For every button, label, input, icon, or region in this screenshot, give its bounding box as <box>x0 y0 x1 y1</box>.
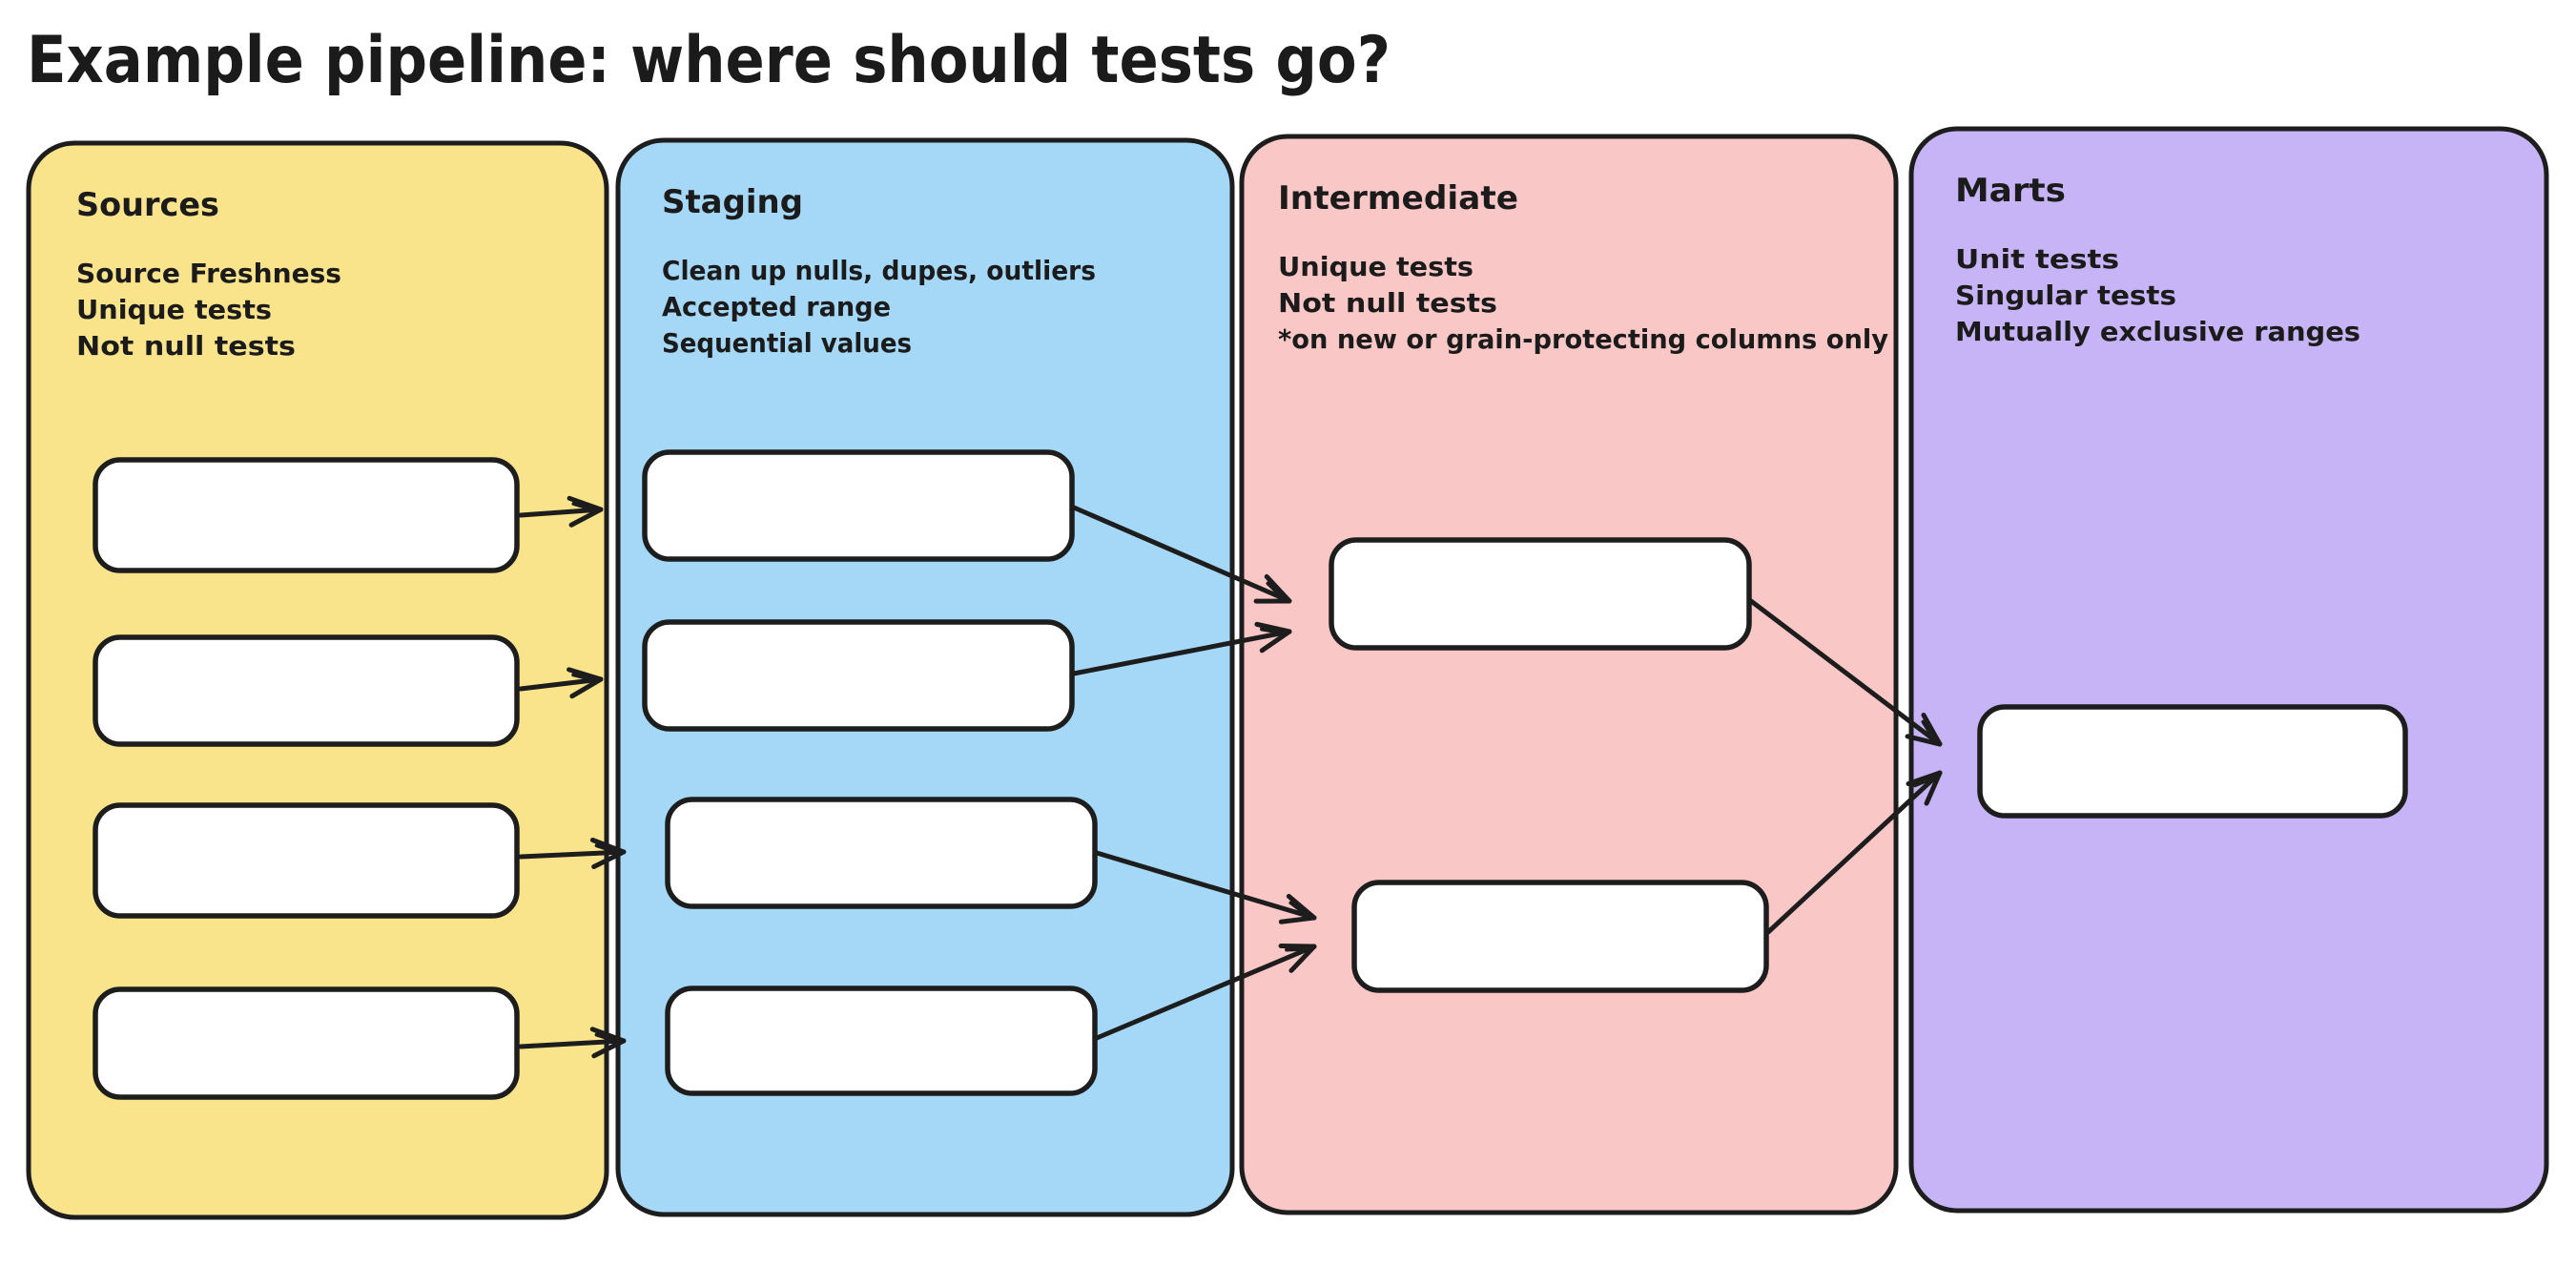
node-sources-4[interactable] <box>93 986 520 1100</box>
column-marts: Marts Unit tests Singular tests Mutually… <box>1908 126 2549 1214</box>
node-sources-3[interactable] <box>93 802 520 919</box>
edge-staging-1-intermediate-1[interactable] <box>1071 505 1289 601</box>
column-intermediate-header: Intermediate <box>1278 179 1518 218</box>
column-staging-note: Accepted range <box>662 291 891 322</box>
edge-sources-3-staging-3[interactable] <box>518 852 624 857</box>
edge-sources-2-staging-2[interactable] <box>518 679 601 689</box>
column-sources-header: Sources <box>76 186 219 224</box>
column-intermediate-note: Unique tests <box>1278 251 1473 282</box>
column-marts-header: Marts <box>1955 172 2066 210</box>
column-marts-frame[interactable] <box>1908 126 2549 1214</box>
node-staging-2[interactable] <box>642 619 1075 732</box>
edge-intermediate-1-marts-1[interactable] <box>1748 598 1940 744</box>
edge-sources-4-staging-4[interactable] <box>518 1041 624 1047</box>
node-intermediate-2[interactable] <box>1351 880 1769 993</box>
column-sources: Sources Source Freshness Unique tests No… <box>26 140 609 1220</box>
edge-staging-3-intermediate-2[interactable] <box>1094 850 1314 918</box>
node-staging-1[interactable] <box>642 449 1075 562</box>
column-staging-header: Staging <box>662 183 803 221</box>
node-sources-2[interactable] <box>93 634 520 747</box>
column-marts-note: Singular tests <box>1955 280 2176 311</box>
edge-staging-4-intermediate-2[interactable] <box>1094 946 1314 1041</box>
node-intermediate-1[interactable] <box>1329 537 1752 651</box>
edges <box>518 505 1940 1047</box>
column-sources-note: Not null tests <box>76 330 296 362</box>
column-staging-note: Clean up nulls, dupes, outliers <box>662 255 1096 286</box>
node-staging-3[interactable] <box>665 797 1098 909</box>
column-intermediate-note: *on new or grain-protecting columns only <box>1278 323 1888 355</box>
edge-sources-1-staging-1[interactable] <box>518 509 601 515</box>
node-staging-4[interactable] <box>665 986 1098 1096</box>
node-marts-1[interactable] <box>1977 704 2408 819</box>
node-sources-1[interactable] <box>93 457 520 573</box>
column-sources-note: Unique tests <box>76 294 272 325</box>
column-sources-note: Source Freshness <box>76 258 341 289</box>
column-marts-note: Mutually exclusive ranges <box>1955 316 2360 347</box>
column-marts-note: Unit tests <box>1955 243 2119 275</box>
edge-intermediate-2-marts-1[interactable] <box>1765 773 1940 935</box>
column-intermediate-note: Not null tests <box>1278 287 1497 319</box>
column-intermediate: Intermediate Unique tests Not null tests… <box>1239 134 1899 1215</box>
edge-staging-2-intermediate-1[interactable] <box>1071 632 1289 676</box>
column-staging: Staging Clean up nulls, dupes, outliers … <box>615 137 1235 1217</box>
diagram-title: Example pipeline: where should tests go? <box>27 23 1391 98</box>
column-staging-note: Sequential values <box>662 327 912 359</box>
